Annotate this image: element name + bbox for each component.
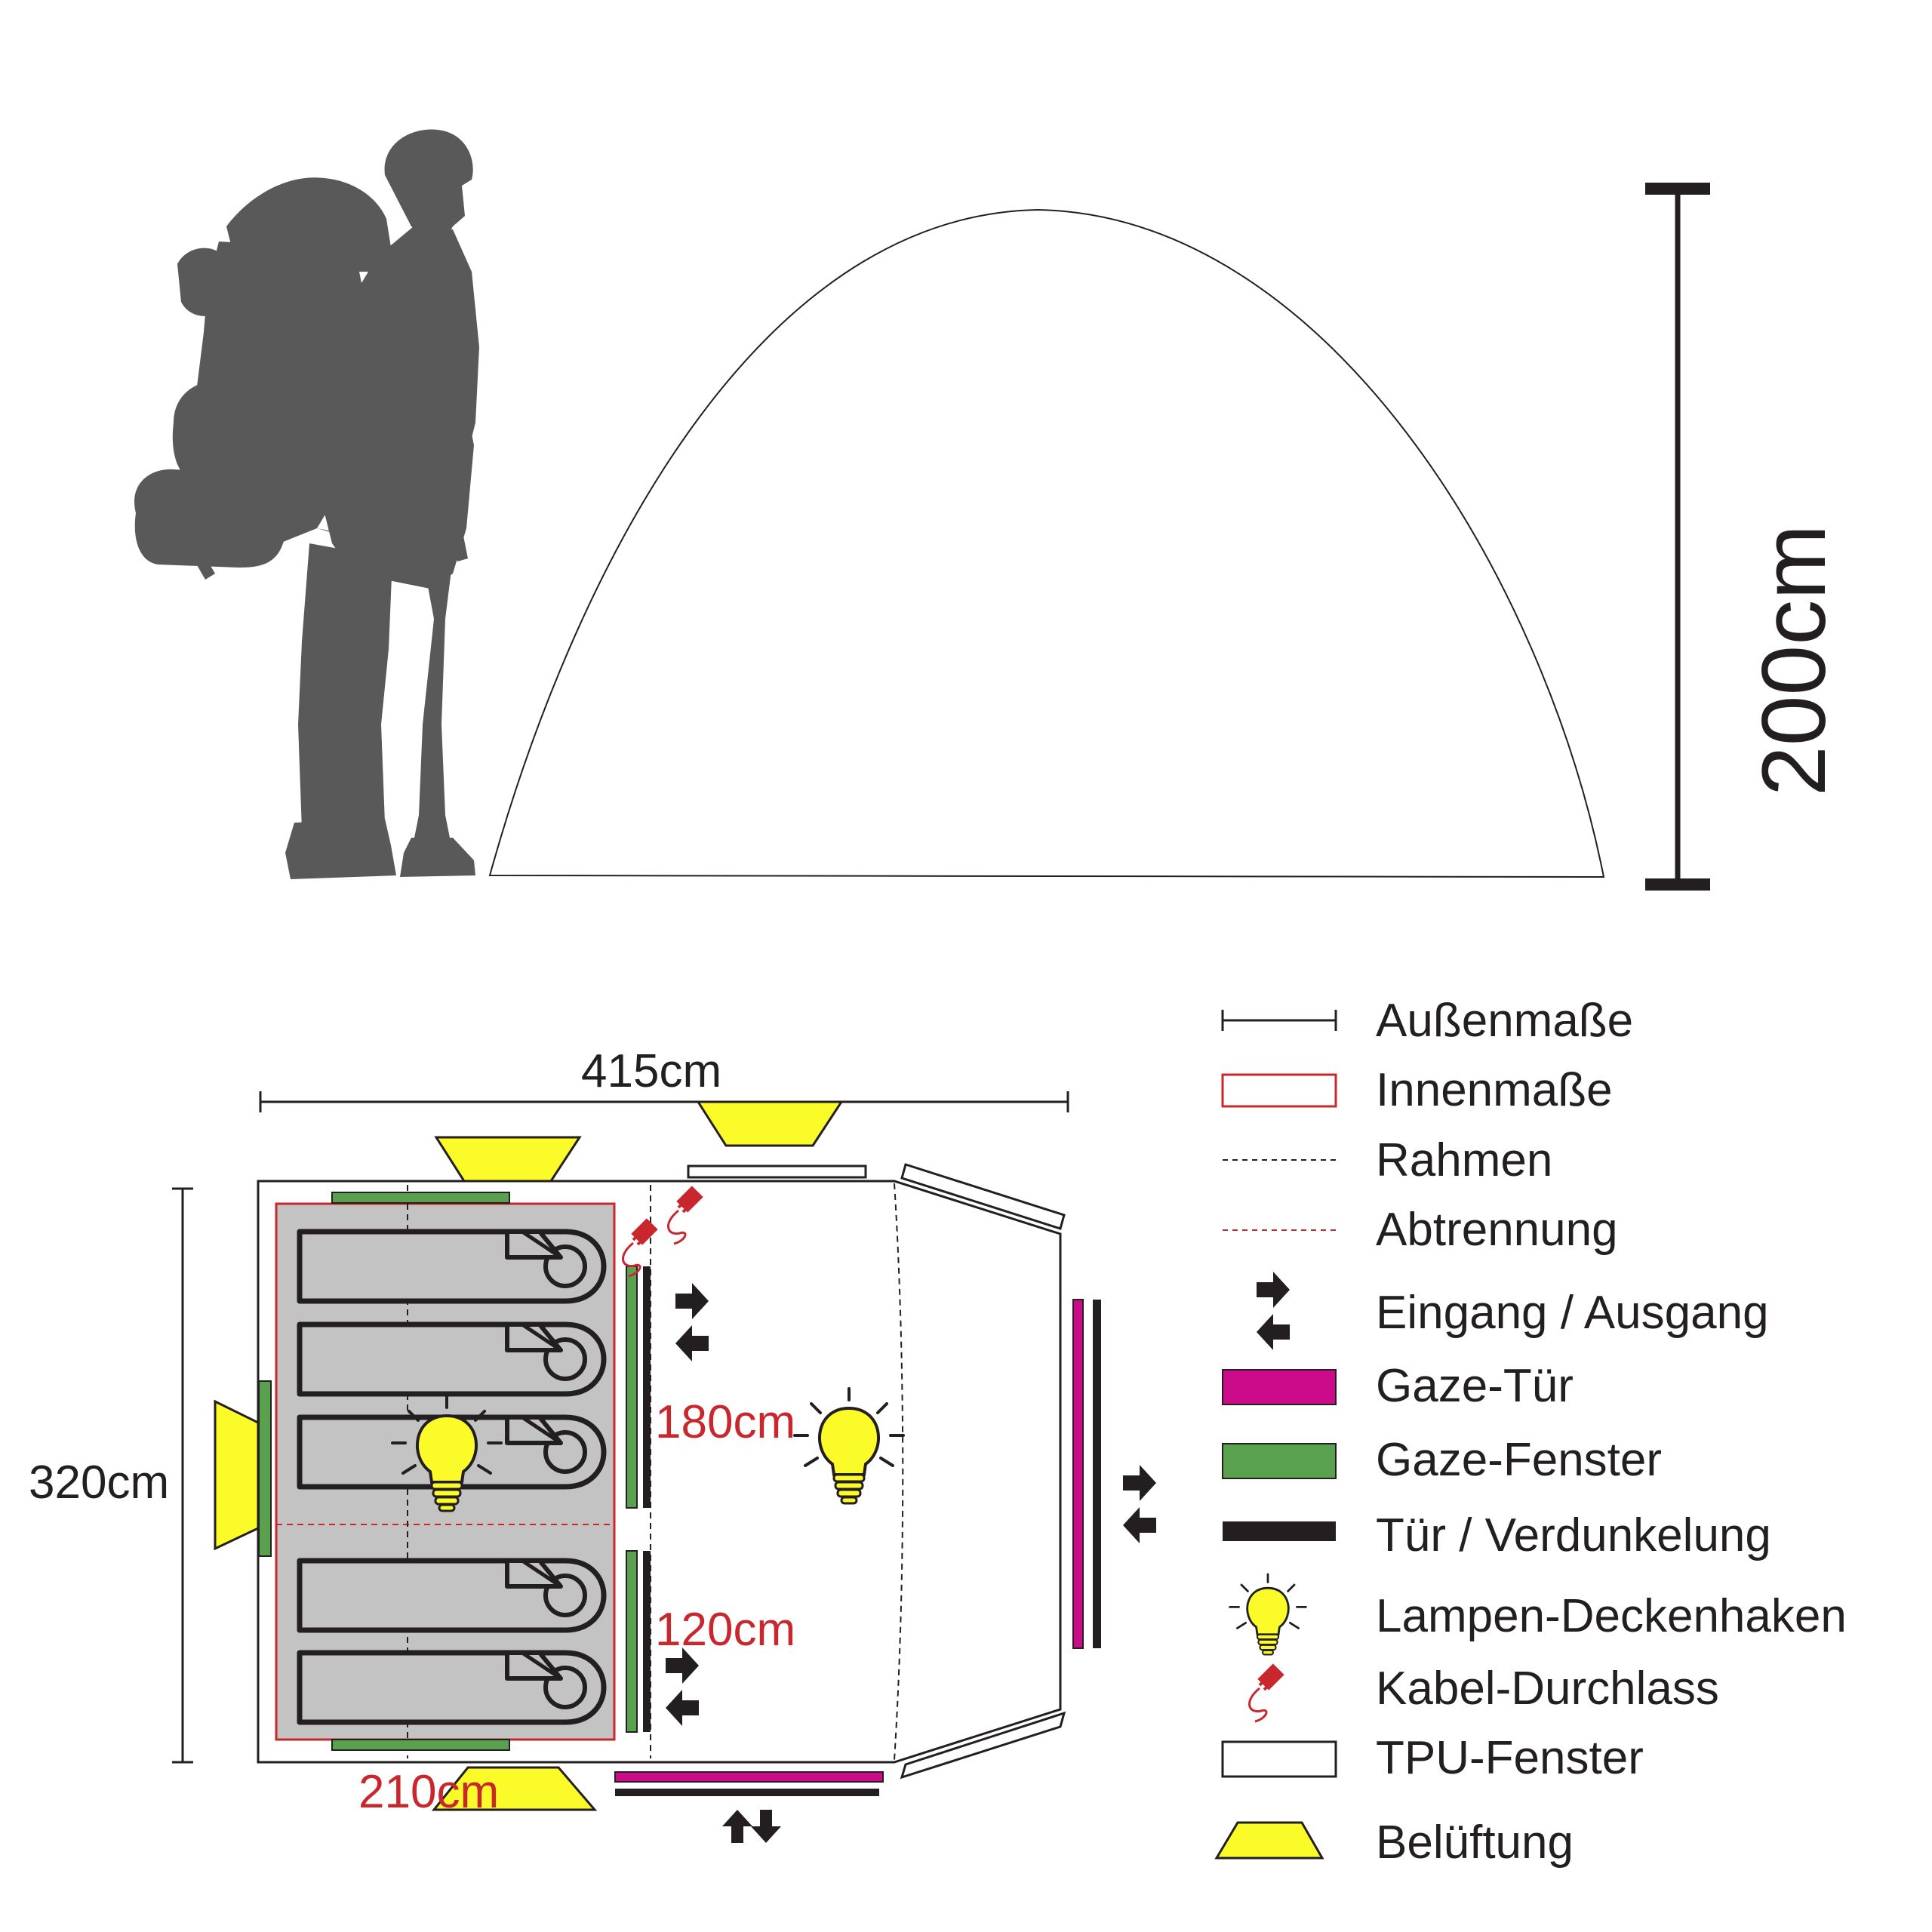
legend-label-divider: Abtrennung [1376,1204,1618,1256]
door-blackout [615,1266,1101,1796]
legend-inner-symbol [1221,1073,1337,1108]
person-hiker-icon [134,129,479,879]
room-width-label: 210cm [358,1766,499,1818]
legend-label-mesh-door: Gaze-Tür [1376,1360,1574,1412]
legend-mesh-door-symbol [1222,1369,1337,1405]
legend-mesh-window-symbol [1222,1443,1337,1479]
legend-entrance-icon [1257,1272,1290,1350]
height-label: 200cm [1743,525,1844,796]
legend-lamp-icon [1229,1573,1307,1656]
width-measure [259,1091,1069,1112]
partition-lower-label: 120cm [655,1604,795,1656]
legend-door-symbol [1223,1521,1336,1541]
tent-profile-outline [488,208,1605,878]
legend-outer-symbol [1221,1010,1337,1031]
mesh-window [258,1192,638,1751]
tent-outer-outline [257,1180,1062,1764]
depth-label: 320cm [29,1457,169,1509]
legend-label-vent: Belüftung [1376,1817,1574,1869]
legend-cable-icon [1247,1663,1284,1723]
legend-label-frame: Rahmen [1376,1134,1552,1186]
legend-label-cable: Kabel-Durchlass [1376,1663,1719,1715]
mesh-door [614,1299,1084,1783]
cable-plug-icon [621,1186,703,1278]
depth-measure [172,1187,193,1764]
tpu-window [687,1163,1066,1780]
legend-vent-symbol [1214,1821,1324,1860]
width-label: 415cm [581,1045,721,1097]
legend-label-entrance: Eingang / Ausgang [1376,1287,1769,1339]
legend-label-tpu: TPU-Fenster [1376,1732,1644,1784]
legend-label-mesh-window: Gaze-Fenster [1376,1434,1662,1486]
entrance-arrows [666,1283,1156,1843]
legend-label-lamp: Lampen-Deckenhaken [1376,1590,1847,1642]
legend-label-door: Tür / Verdunkelung [1376,1509,1771,1561]
legend-label-outer: Außenmaße [1376,995,1633,1047]
legend-tpu-symbol [1221,1740,1337,1778]
height-measure-bar [1645,183,1710,891]
legend: Außenmaße Innenmaße Rahmen Abtrennung Ei… [1214,995,1847,1869]
partition-upper-label: 180cm [655,1396,795,1448]
legend-label-inner: Innenmaße [1376,1064,1613,1116]
